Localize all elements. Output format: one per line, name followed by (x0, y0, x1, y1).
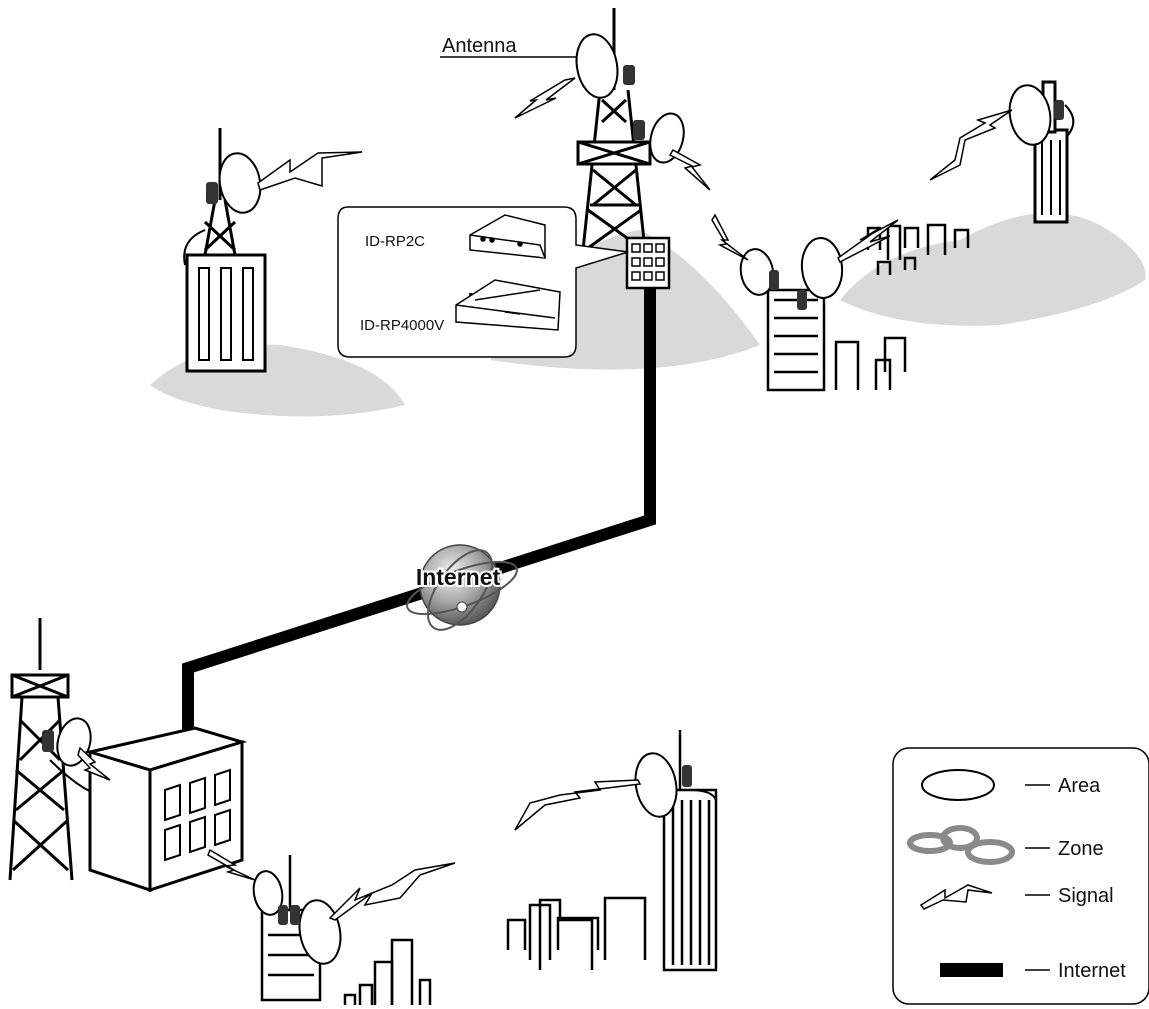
left-tower (183, 128, 237, 266)
internet-label: Internet (416, 564, 501, 590)
tall-tower-building (662, 730, 718, 972)
legend-box (892, 747, 1149, 1005)
legend: Area Zone Signal Internet (892, 747, 1149, 1005)
legend-label-internet: Internet (1058, 960, 1126, 982)
internet-globe-icon (406, 544, 518, 631)
legend-label-area: Area (1058, 775, 1101, 797)
dish-antenna-icon (633, 112, 685, 164)
repeater-unit-rp4000v-icon (455, 279, 561, 331)
dish-antenna-icon (739, 248, 779, 296)
office-building (84, 726, 248, 893)
device-callout: ID-RP2C ID-RP4000V (337, 206, 629, 358)
bottom-right-buildings (506, 896, 647, 970)
repeater-box (625, 236, 671, 290)
internet-bar-icon (940, 963, 1003, 977)
signal-lightning-icon (668, 148, 711, 191)
area-right-hill (840, 213, 1146, 326)
device-label-rp2c: ID-RP2C (365, 233, 425, 250)
center-tower (576, 8, 652, 251)
dish-antenna-icon (575, 33, 635, 99)
internet-backbone-line (182, 240, 656, 735)
dish-antenna-icon (290, 899, 342, 965)
area-ellipse-icon (921, 769, 995, 801)
bottom-left-tower (8, 618, 106, 881)
signal-lightning-icon (514, 77, 576, 119)
left-building (185, 253, 267, 373)
signal-lightning-icon (711, 213, 749, 261)
dish-antenna-icon (206, 152, 262, 214)
dish-antenna-icon (634, 752, 692, 818)
zone-rings-icon (907, 825, 1015, 865)
legend-label-zone: Zone (1058, 838, 1104, 860)
device-label-rp4000v: ID-RP4000V (360, 317, 444, 334)
signal-lightning-icon (514, 779, 642, 831)
dish-antenna-icon (797, 237, 844, 310)
signal-lightning-icon (328, 862, 456, 921)
dish-antenna-icon (252, 870, 288, 925)
signal-lightning-icon (207, 848, 256, 881)
legend-label-signal: Signal (1058, 885, 1114, 907)
antenna-label: Antenna (442, 35, 517, 57)
signal-lightning-icon (929, 109, 1013, 181)
signal-bolts (77, 77, 1013, 921)
signal-lightning-icon (77, 746, 111, 781)
signal-lightning-icon (257, 151, 363, 191)
signal-lightning-icon (919, 884, 993, 910)
signal-lightning-icon (837, 219, 899, 264)
dish-antenna-icon (1008, 84, 1064, 146)
right-city-buildings (766, 223, 970, 392)
